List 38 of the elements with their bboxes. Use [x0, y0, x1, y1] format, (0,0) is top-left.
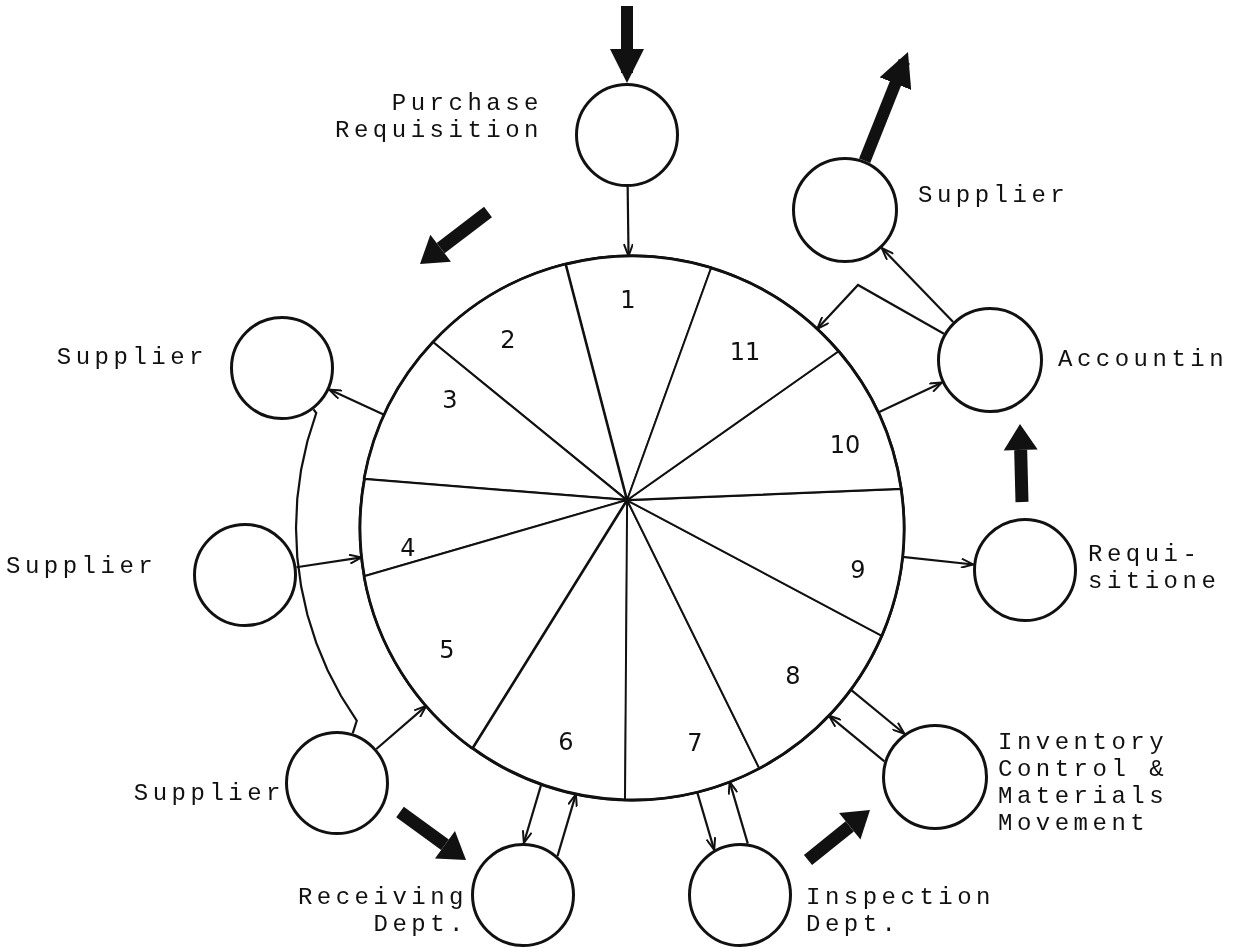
sector-number: 3	[441, 386, 459, 414]
sector-number: 4	[399, 534, 417, 562]
sector-number: 7	[686, 729, 704, 757]
node-label: Supplier	[918, 182, 1071, 209]
sector-number: 6	[557, 728, 575, 756]
node-label: Receiving Dept.	[296, 884, 468, 938]
thick-arrow	[859, 52, 912, 163]
arrow	[622, 187, 634, 257]
sector-number: 10	[828, 431, 862, 459]
node-label: Accountin	[1058, 346, 1230, 373]
sector-number: 8	[784, 662, 802, 690]
arrow	[850, 688, 906, 735]
arrow	[556, 793, 578, 857]
node-label: Supplier	[55, 344, 208, 371]
node-label: Supplier	[6, 553, 159, 580]
sector-number: 5	[438, 636, 456, 664]
arrow	[375, 704, 428, 750]
node-label: Requi- sitione	[1088, 541, 1222, 595]
wheel-circle	[360, 256, 904, 800]
sector-number: 1	[619, 286, 637, 314]
node-label: Inspection Dept.	[806, 884, 997, 938]
arrow	[696, 791, 717, 851]
connector-line	[294, 408, 358, 734]
arrow	[521, 784, 543, 844]
sector-number: 11	[728, 338, 762, 366]
node-label: Supplier	[132, 780, 285, 807]
arrow	[727, 780, 749, 844]
node-label: Inventory Control & Materials Movement	[998, 729, 1170, 837]
arrow	[902, 555, 975, 569]
sector-number: 2	[499, 326, 517, 354]
node-label: Purchase Requisition	[334, 90, 543, 144]
arrow	[328, 388, 386, 416]
arrow	[877, 381, 943, 414]
arrow	[296, 553, 363, 569]
arrow	[816, 283, 945, 335]
thick-arrow	[610, 6, 644, 83]
arrow	[827, 714, 886, 763]
arrow	[880, 247, 954, 323]
